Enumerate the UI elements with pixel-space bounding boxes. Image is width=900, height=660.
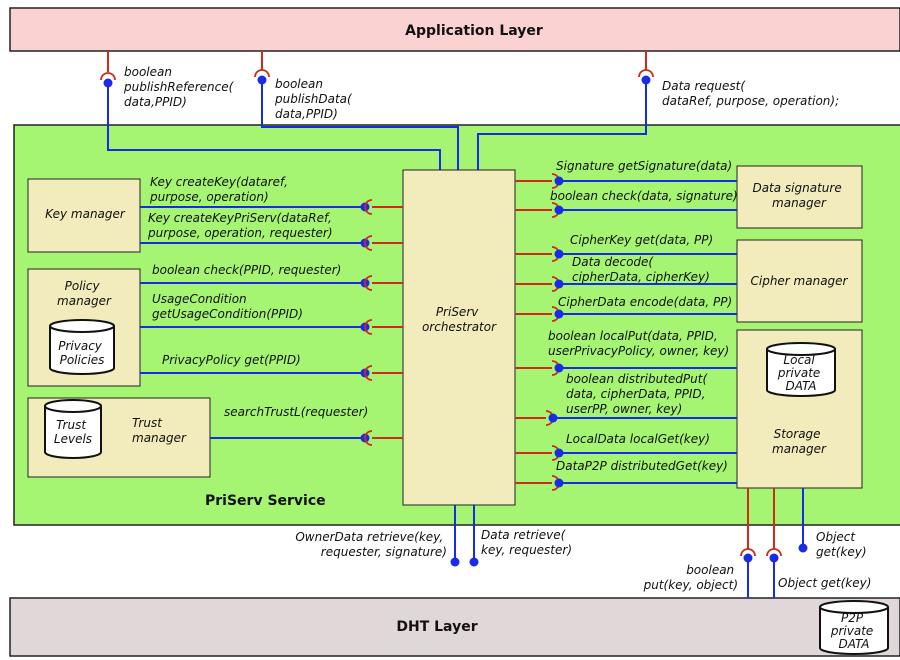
interface-distributed-put: [515, 410, 737, 426]
interface-search-trust: [210, 430, 403, 446]
cipher-manager: [736, 239, 863, 323]
label-owner-retrieve: OwnerData retrieve(key, requester, signa…: [295, 530, 447, 559]
label-publish-reference: boolean publishReference( data,PPID): [123, 65, 237, 109]
interface-policy-check: [140, 275, 403, 291]
key-manager: [27, 178, 141, 253]
socket-icon: [638, 69, 654, 78]
interface-local-put: [515, 360, 737, 376]
local-private-data-database-icon: [766, 342, 836, 397]
label-publish-data: boolean publishData( data,PPID): [274, 77, 356, 121]
cipher-manager-label: Cipher manager: [750, 274, 848, 288]
interface-create-key: [140, 199, 403, 215]
storage-manager-label: Storage manager: [772, 427, 827, 456]
application-layer-title: Application Layer: [405, 23, 543, 39]
socket-icon: [364, 275, 373, 291]
ball-icon: [257, 75, 267, 85]
ball-icon: [554, 448, 564, 458]
link-publish-data: [261, 80, 459, 170]
link-publish-reference: [107, 83, 441, 170]
label-local-get: LocalData localGet(key): [566, 432, 710, 446]
ball-icon: [798, 543, 808, 553]
local-private-data-label: Local private DATA: [777, 353, 824, 393]
interface-cipher-encode: [515, 306, 737, 322]
label-search-trust: searchTrustL(requester): [224, 405, 368, 419]
privacy-policies-database-icon: [49, 319, 115, 375]
orchestrator-label: PriServ orchestrator: [422, 305, 497, 334]
label-dht-put: boolean put(key, object): [643, 563, 738, 592]
ball-icon: [641, 75, 651, 85]
interface-dht-object-get: [766, 488, 782, 598]
label-get-usage-condition: UsageCondition getUsageCondition(PPID): [152, 292, 303, 321]
label-dht-object-get: Object get(key): [778, 576, 871, 590]
socket-icon: [100, 72, 116, 81]
interface-get-usage-condition: [140, 319, 403, 335]
label-create-key-priserv: Key createKeyPriServ(dataRef, purpose, o…: [147, 211, 336, 240]
ball-icon: [554, 363, 564, 373]
label-distributed-put: boolean distributedPut( data, cipherData…: [566, 372, 711, 416]
socket-icon: [364, 199, 373, 215]
interface-signature-check: [515, 202, 737, 218]
priserv-service-title: PriServ Service: [205, 493, 326, 509]
label-object-get: Object get(key): [816, 530, 867, 559]
priserv-orchestrator: [402, 169, 516, 506]
ball-icon: [469, 557, 479, 567]
link-data-request: [477, 80, 647, 170]
label-policy-check: boolean check(PPID, requester): [152, 263, 341, 277]
interface-get-signature: [515, 173, 737, 189]
interface-privacy-policy-get: [140, 365, 403, 381]
label-cipher-encode: CipherData encode(data, PP): [558, 295, 732, 309]
socket-icon: [740, 548, 756, 557]
application-layer: [9, 7, 900, 52]
ball-icon: [554, 176, 564, 186]
interface-create-key-priserv: [140, 235, 403, 251]
interface-dht-put: [740, 488, 756, 598]
ball-icon: [450, 557, 460, 567]
label-privacy-policy-get: PrivacyPolicy get(PPID): [162, 353, 301, 367]
socket-icon: [364, 319, 373, 335]
dht-layer: [9, 597, 900, 657]
trust-levels-label: Trust Levels: [54, 418, 92, 446]
label-data-request: Data request( dataRef, purpose, operatio…: [662, 79, 839, 108]
interface-data-decode: [515, 276, 737, 292]
label-distributed-get: DataP2P distributedGet(key): [556, 459, 728, 473]
ball-icon: [554, 279, 564, 289]
label-get-signature: Signature getSignature(data): [556, 159, 732, 173]
data-signature-manager: [736, 165, 863, 229]
ball-icon: [548, 413, 558, 423]
label-create-key: Key createKey(dataref, purpose, operatio…: [149, 175, 292, 204]
data-signature-manager-label: Data signature manager: [752, 181, 845, 210]
interface-distributed-get: [515, 475, 737, 491]
interface-local-get: [515, 445, 737, 461]
socket-icon: [364, 430, 373, 446]
p2p-private-data-label: P2P private DATA: [830, 611, 877, 651]
label-local-put: boolean localPut(data, PPID, userPrivacy…: [548, 329, 729, 358]
dht-layer-title: DHT Layer: [396, 619, 477, 635]
policy-manager-label: Policy manager: [57, 279, 112, 308]
ball-icon: [554, 249, 564, 259]
trust-levels-database-icon: [44, 399, 102, 459]
interface-object-get: [798, 488, 808, 553]
p2p-private-data-database-icon: [819, 600, 889, 655]
ball-icon: [554, 478, 564, 488]
label-signature-check: boolean check(data, signature): [550, 189, 738, 203]
ball-icon: [103, 78, 113, 88]
key-manager-label: Key manager: [45, 207, 126, 221]
ball-icon: [554, 205, 564, 215]
privacy-policies-label: Privacy Policies: [58, 339, 106, 367]
socket-icon: [254, 69, 270, 78]
label-cipher-key-get: CipherKey get(data, PP): [570, 233, 713, 247]
trust-manager-label: Trust manager: [132, 416, 187, 445]
socket-icon: [364, 365, 373, 381]
label-data-decode: Data decode( cipherData, cipherKey): [572, 255, 710, 284]
interface-data-retrieve: [469, 505, 479, 567]
socket-icon: [766, 548, 782, 557]
ball-icon: [554, 309, 564, 319]
interface-cipher-key-get: [515, 246, 737, 262]
socket-icon: [364, 235, 373, 251]
label-data-retrieve: Data retrieve( key, requester): [481, 528, 572, 557]
interface-owner-retrieve: [450, 505, 460, 567]
